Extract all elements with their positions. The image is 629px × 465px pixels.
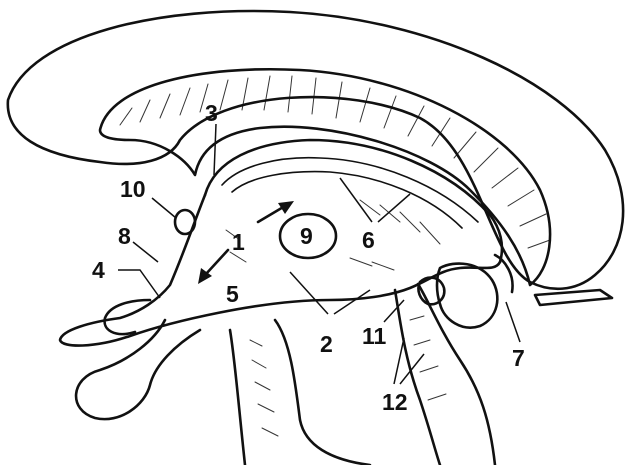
cerebral-aqueduct-back <box>418 284 495 465</box>
label-2: 2 <box>320 331 333 357</box>
leader-2a <box>290 272 328 314</box>
label-1: 1 <box>232 229 245 255</box>
leader-2b <box>334 290 370 314</box>
arrow-backward <box>198 250 228 284</box>
leader-3 <box>214 124 216 175</box>
thalamus-hatching <box>226 200 440 270</box>
leader-8 <box>133 242 158 262</box>
leader-4 <box>118 270 160 298</box>
pineal-body <box>437 264 497 328</box>
label-9: 9 <box>300 223 313 249</box>
pituitary-stalk <box>76 320 200 419</box>
label-4: 4 <box>92 257 105 283</box>
leader-7 <box>506 302 520 342</box>
label-11: 11 <box>362 323 387 349</box>
optic-recess <box>105 300 150 334</box>
label-10: 10 <box>120 176 146 202</box>
great-cerebral-vein <box>535 290 612 305</box>
leader-6a <box>340 178 372 222</box>
brainstem-hatching <box>250 316 446 436</box>
label-12: 12 <box>382 389 408 415</box>
anterior-commissure <box>175 210 195 234</box>
fornix <box>205 140 502 262</box>
leader-10 <box>152 198 176 218</box>
label-6: 6 <box>362 227 375 253</box>
label-5: 5 <box>226 281 239 307</box>
leader-11 <box>384 300 404 322</box>
cerebral-aqueduct-front <box>395 290 440 465</box>
label-8: 8 <box>118 223 131 249</box>
leader-12a <box>394 338 404 384</box>
brainstem-anterior <box>230 330 245 465</box>
label-7: 7 <box>512 345 525 371</box>
label-3: 3 <box>205 100 218 126</box>
choroid-plexus-inner <box>232 172 462 228</box>
